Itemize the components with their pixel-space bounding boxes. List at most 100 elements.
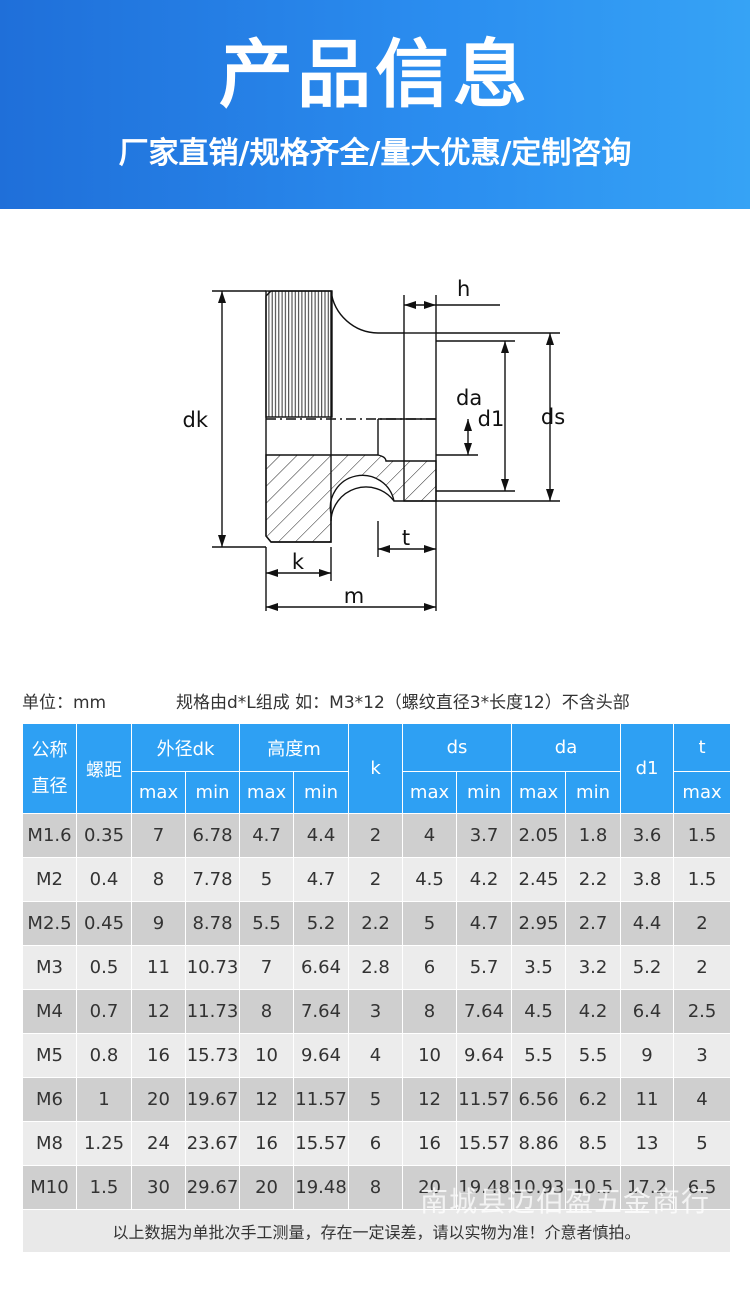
table-cell: 10 bbox=[402, 1033, 458, 1078]
table-cell: 3.5 bbox=[511, 945, 567, 990]
table-cell: 1.25 bbox=[76, 1121, 132, 1166]
table-cell: 5.7 bbox=[456, 945, 513, 990]
table-cell: 3 bbox=[673, 1033, 732, 1078]
table-cell: 6.64 bbox=[293, 945, 350, 990]
subheader-min: min bbox=[293, 771, 350, 814]
table-cell: 3.6 bbox=[620, 813, 675, 858]
table-cell: 10.93 bbox=[511, 1165, 567, 1210]
table-cell: 6 bbox=[402, 945, 458, 990]
label-t: t bbox=[402, 526, 410, 550]
table-cell: 17.2 bbox=[620, 1165, 675, 1210]
label-h: h bbox=[457, 277, 470, 301]
table-cell: 8 bbox=[239, 989, 295, 1034]
row-size-cell: M10 bbox=[22, 1165, 77, 1210]
table-cell: 10 bbox=[239, 1033, 295, 1078]
subheader-max: max bbox=[402, 771, 458, 814]
table-cell: 0.35 bbox=[76, 813, 132, 858]
table-cell: 9.64 bbox=[456, 1033, 513, 1078]
table-cell: 5 bbox=[402, 901, 458, 946]
table-cell: 3 bbox=[348, 989, 404, 1034]
table-cell: 0.5 bbox=[76, 945, 132, 990]
table-cell: 6.56 bbox=[511, 1077, 567, 1122]
table-cell: 1.5 bbox=[673, 813, 732, 858]
table-cell: 5.5 bbox=[565, 1033, 622, 1078]
page-subtitle: 厂家直销/规格齐全/量大优惠/定制咨询 bbox=[118, 136, 632, 171]
table-cell: 0.8 bbox=[76, 1033, 132, 1078]
table-cell: 10.5 bbox=[565, 1165, 622, 1210]
table-cell: 0.45 bbox=[76, 901, 132, 946]
table-cell: 1 bbox=[76, 1077, 132, 1122]
table-cell: 8.78 bbox=[184, 901, 241, 946]
table-cell: 2.2 bbox=[348, 901, 404, 946]
table-cell: 7 bbox=[239, 945, 295, 990]
table-cell: 2.95 bbox=[511, 901, 567, 946]
table-cell: 9 bbox=[131, 901, 186, 946]
table-cell: 12 bbox=[131, 989, 186, 1034]
table-cell: 1.5 bbox=[76, 1165, 132, 1210]
table-cell: 2 bbox=[348, 857, 404, 902]
row-size-cell: M6 bbox=[22, 1077, 77, 1122]
table-cell: 3.7 bbox=[456, 813, 513, 858]
row-size-cell: M8 bbox=[22, 1121, 77, 1166]
header-t: t bbox=[673, 723, 732, 772]
subheader-max: max bbox=[511, 771, 567, 814]
table-cell: 5 bbox=[673, 1121, 732, 1166]
table-cell: 2.5 bbox=[673, 989, 732, 1034]
table-cell: 6 bbox=[348, 1121, 404, 1166]
table-cell: 8.86 bbox=[511, 1121, 567, 1166]
table-cell: 5 bbox=[239, 857, 295, 902]
table-cell: 30 bbox=[131, 1165, 186, 1210]
table-cell: 1.8 bbox=[565, 813, 622, 858]
subheader-min: min bbox=[456, 771, 513, 814]
shank-outline bbox=[403, 332, 437, 502]
table-cell: 4.4 bbox=[620, 901, 675, 946]
table-cell: 2.05 bbox=[511, 813, 567, 858]
table-cell: 13 bbox=[620, 1121, 675, 1166]
table-cell: 3.8 bbox=[620, 857, 675, 902]
table-cell: 16 bbox=[239, 1121, 295, 1166]
table-cell: 11.57 bbox=[456, 1077, 513, 1122]
table-cell: 4.4 bbox=[293, 813, 350, 858]
header-da: da bbox=[511, 723, 622, 772]
table-cell: 16 bbox=[131, 1033, 186, 1078]
row-size-cell: M2.5 bbox=[22, 901, 77, 946]
table-cell: 11 bbox=[620, 1077, 675, 1122]
table-cell: 15.57 bbox=[456, 1121, 513, 1166]
table-cell: 29.67 bbox=[184, 1165, 241, 1210]
table-cell: 1.5 bbox=[673, 857, 732, 902]
table-cell: 11 bbox=[131, 945, 186, 990]
header-m: 高度m bbox=[239, 723, 350, 772]
neck-arc-upper bbox=[330, 290, 404, 334]
subheader-max: max bbox=[131, 771, 186, 814]
table-cell: 20 bbox=[239, 1165, 295, 1210]
table-cell: 2 bbox=[673, 901, 732, 946]
label-m: m bbox=[344, 584, 364, 608]
table-cell: 19.48 bbox=[293, 1165, 350, 1210]
table-cell: 12 bbox=[402, 1077, 458, 1122]
row-size-cell: M4 bbox=[22, 989, 77, 1034]
header-pitch: 螺距 bbox=[76, 723, 132, 814]
table-cell: 7.64 bbox=[456, 989, 513, 1034]
table-cell: 9.64 bbox=[293, 1033, 350, 1078]
table-cell: 2.2 bbox=[565, 857, 622, 902]
table-cell: 9 bbox=[620, 1033, 675, 1078]
table-footnote: 以上数据为单批次手工测量，存在一定误差，请以实物为准！介意者慎拍。 bbox=[21, 1209, 732, 1253]
header-ds: ds bbox=[402, 723, 513, 772]
table-cell: 15.73 bbox=[184, 1033, 241, 1078]
dimension-diagram: h dk da d1 ds k t m bbox=[183, 277, 565, 611]
table-cell: 20 bbox=[402, 1165, 458, 1210]
table-cell: 4.7 bbox=[456, 901, 513, 946]
table-cell: 23.67 bbox=[184, 1121, 241, 1166]
table-cell: 10.73 bbox=[184, 945, 241, 990]
header-k: k bbox=[348, 723, 404, 814]
page-title: 产品信息 bbox=[219, 32, 531, 118]
table-cell: 8.5 bbox=[565, 1121, 622, 1166]
table-cell: 11.73 bbox=[184, 989, 241, 1034]
row-size-cell: M5 bbox=[22, 1033, 77, 1078]
